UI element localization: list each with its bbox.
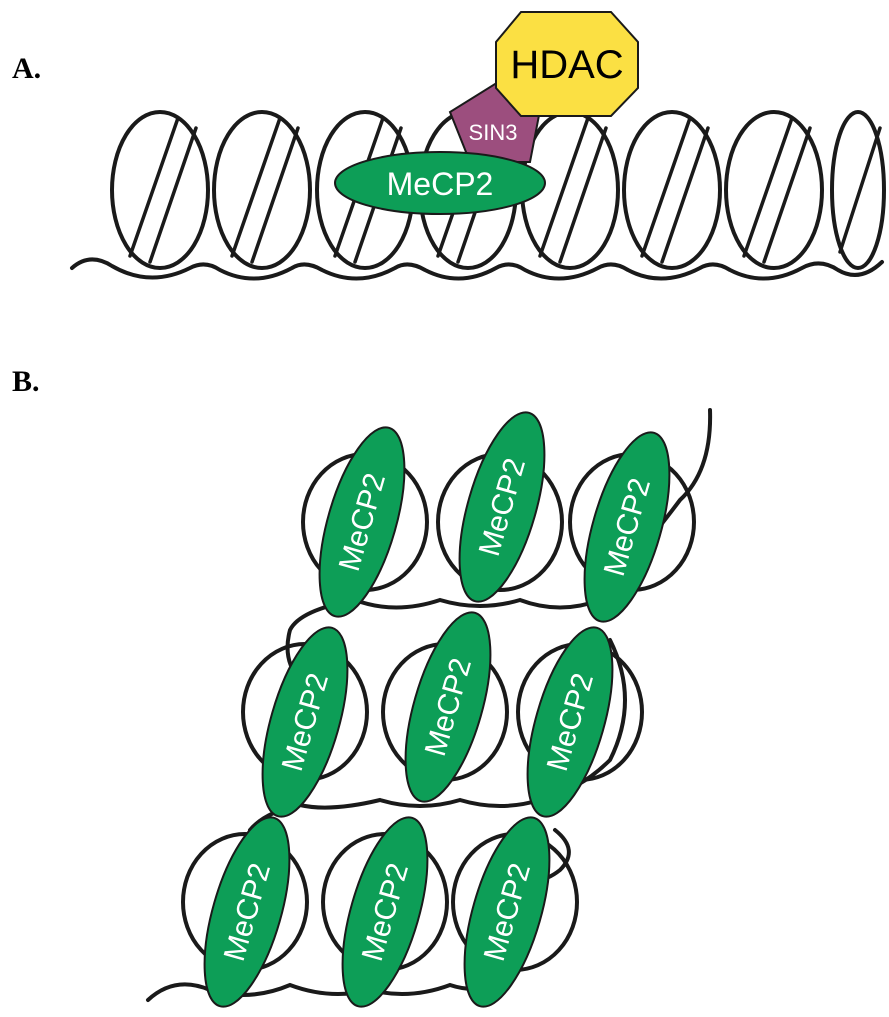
nucleosome xyxy=(214,112,310,268)
nucleosome xyxy=(112,112,208,268)
sin3-label: SIN3 xyxy=(469,120,518,145)
dna-strand xyxy=(72,259,882,278)
hdac-label: HDAC xyxy=(510,43,623,87)
nucleosome xyxy=(832,112,884,268)
nucleosome xyxy=(726,112,822,268)
nucleosome xyxy=(624,112,720,268)
mecp2-label-a: MeCP2 xyxy=(387,166,494,202)
